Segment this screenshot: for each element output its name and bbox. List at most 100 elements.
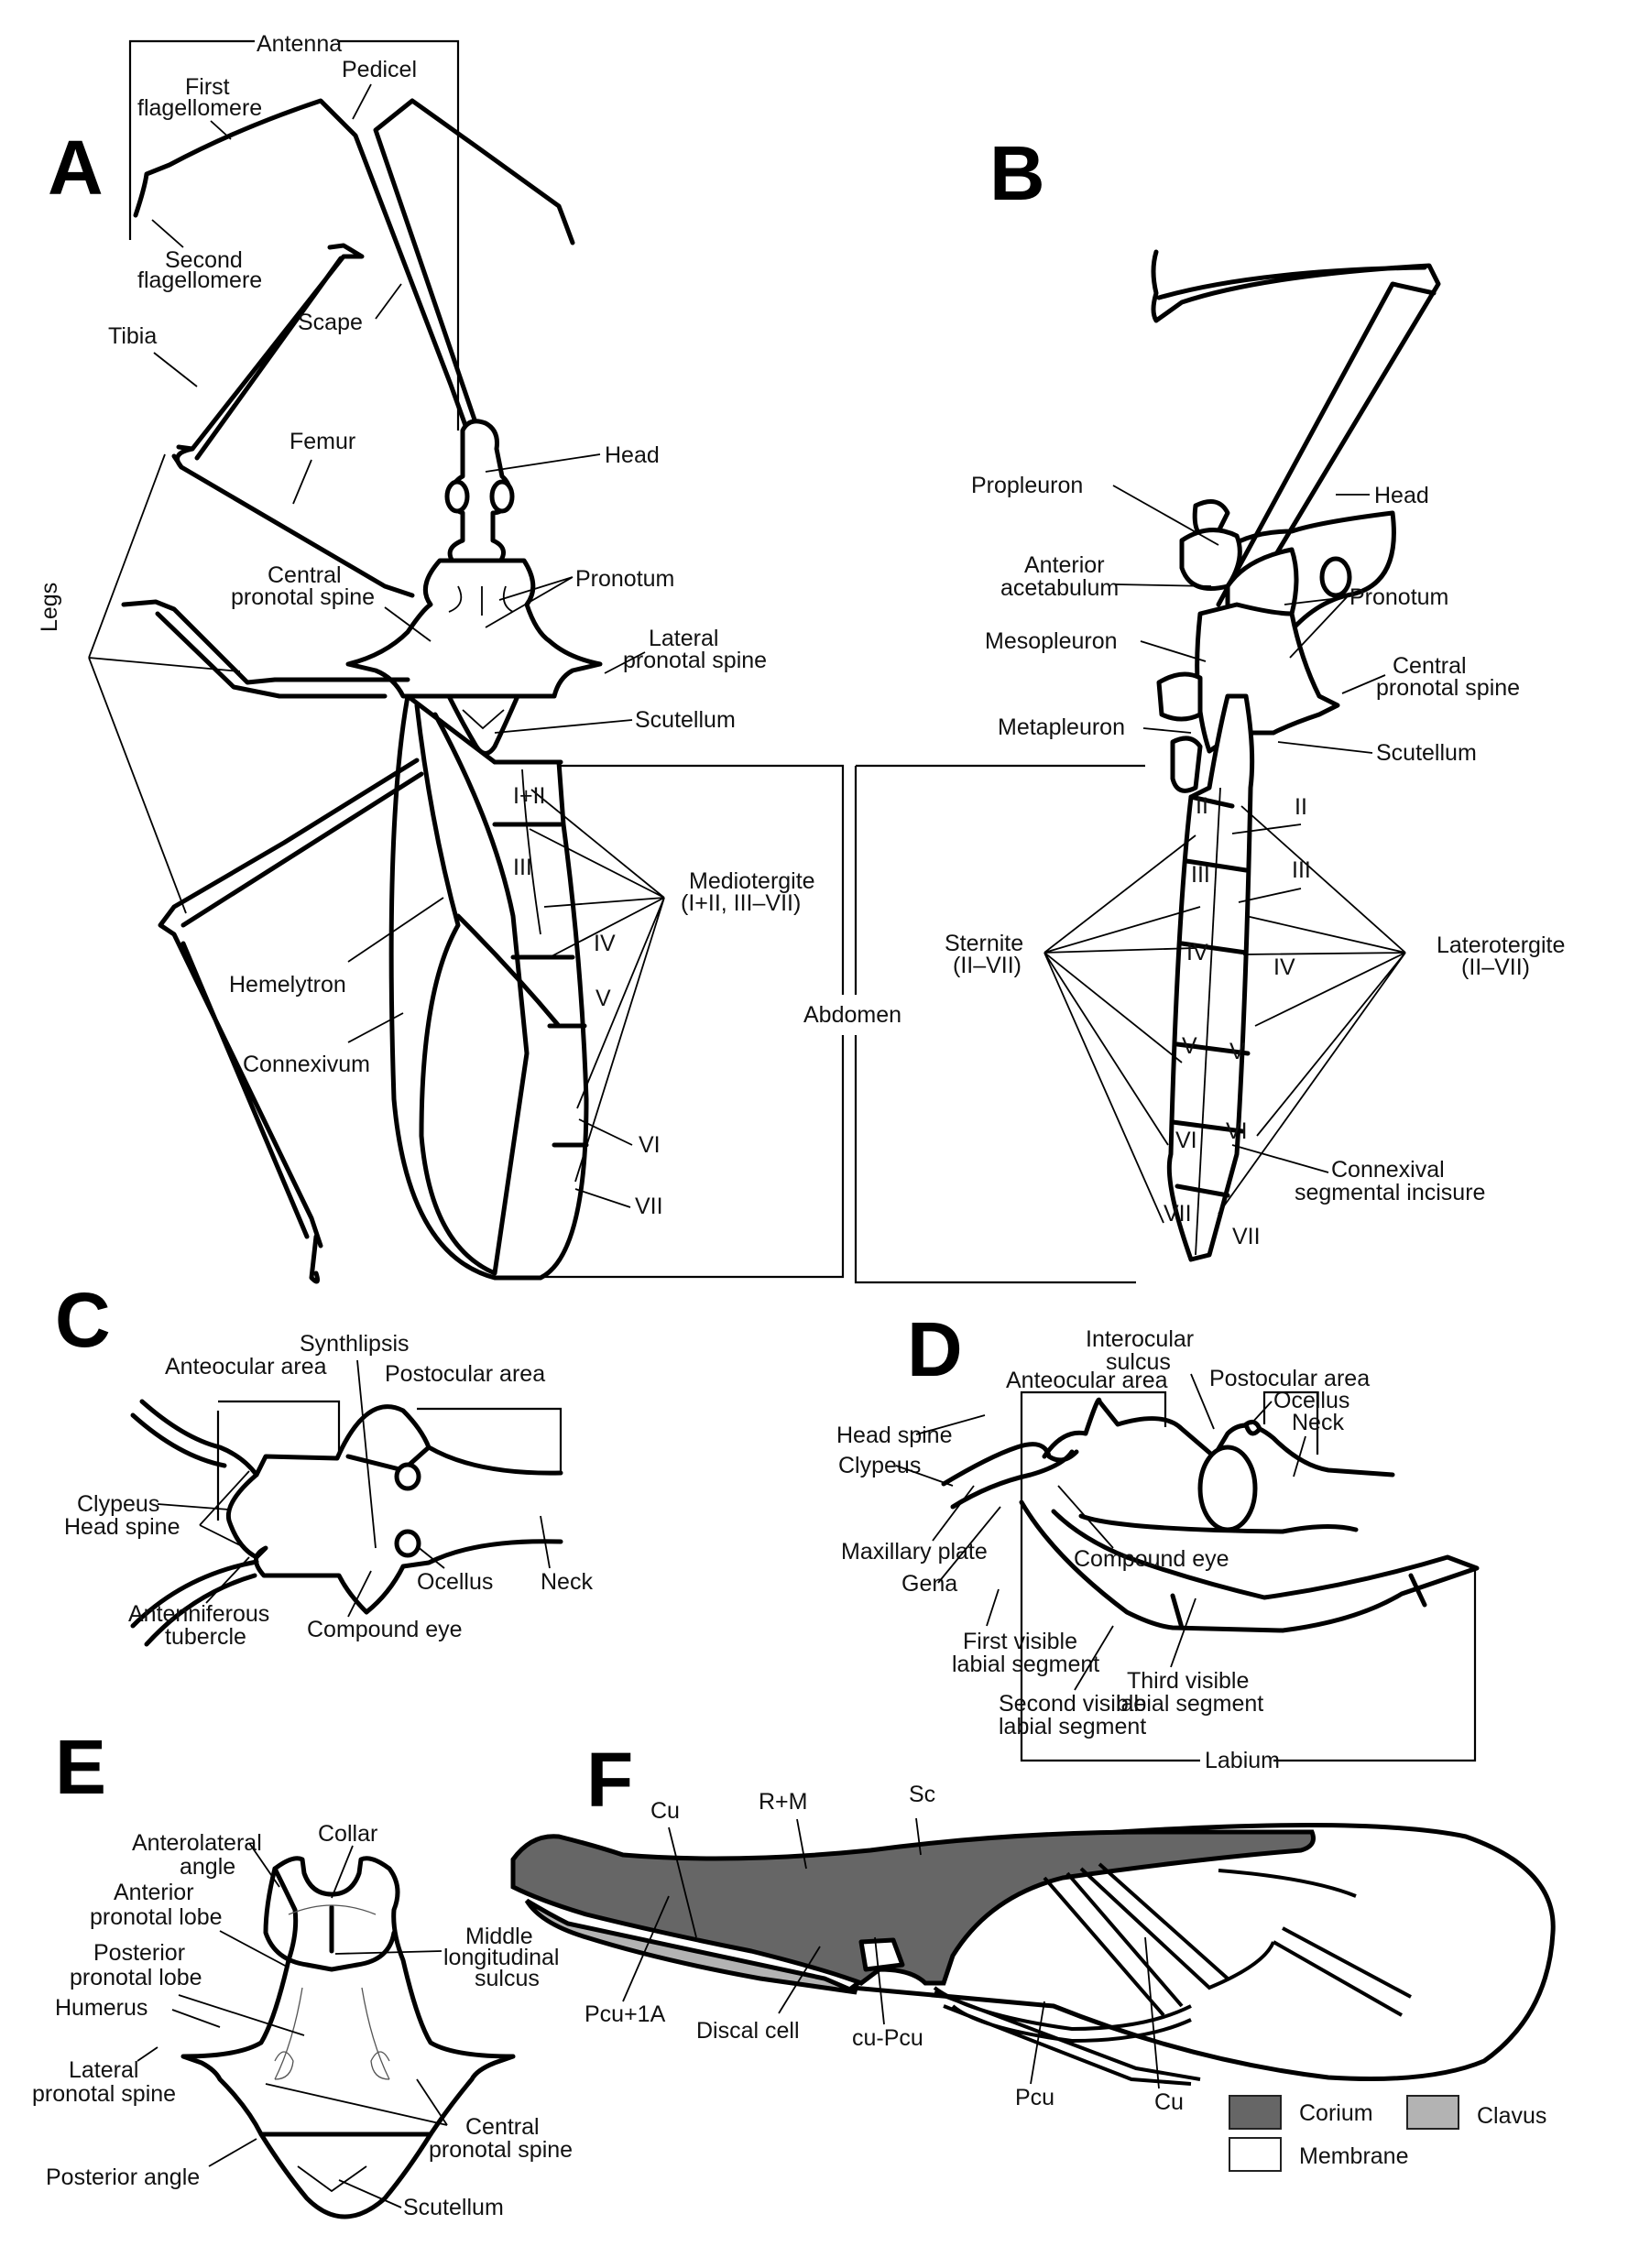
label-connexival-incisure: Connexival (1331, 1157, 1445, 1183)
label-tibia: Tibia (108, 323, 157, 349)
mesocoxa-b (1156, 671, 1203, 722)
head-c-lower (225, 1472, 563, 1615)
right-antenna (373, 98, 575, 433)
legend-label-corium: Corium (1299, 2100, 1373, 2126)
label-laterotergite-vi: VI (1226, 1118, 1248, 1144)
head-d-top (1042, 1397, 1395, 1477)
panel-label-a: A (48, 125, 104, 211)
label-pedicel: Pedicel (342, 57, 417, 82)
postocular-bracket-c (417, 1407, 563, 1473)
svg-text:sulcus: sulcus (1106, 1349, 1171, 1375)
label-sternite-iii: III (1191, 862, 1210, 888)
label-segment-vii: VII (635, 1194, 663, 1219)
ocellus-d (1243, 1419, 1262, 1436)
label-segment-i-ii: I+II (513, 783, 545, 809)
label-anterolateral-angle: Anterolateral (132, 1830, 262, 1856)
label-scape: Scape (298, 310, 363, 335)
head-c-upper (139, 1399, 563, 1477)
legend-label-clavus: Clavus (1477, 2103, 1546, 2129)
svg-text:flagellomere: flagellomere (137, 267, 262, 293)
compound-eye-d (1197, 1445, 1258, 1532)
panel-label-c: C (55, 1277, 111, 1363)
abdomen-outline (388, 693, 589, 1281)
anteocular-bracket-c (216, 1400, 341, 1521)
ocellus-c-lower (394, 1529, 421, 1558)
label-clypeus-c: Clypeus (77, 1491, 159, 1517)
legend-swatch-corium (1229, 2095, 1282, 2130)
label-postocular-c: Postocular area (385, 1361, 545, 1387)
legend-swatch-clavus (1406, 2095, 1459, 2130)
label-segment-iii: III (513, 855, 532, 880)
label-second-labial-segment: Second visible (999, 1691, 1146, 1717)
panel-f-hemelytron: Cu R+M Sc Pcu+1A Discal cell cu-Pcu Pcu … (510, 1782, 1556, 2172)
label-central-pronotal-spine-e: Central (465, 2114, 540, 2140)
label-hemelytron: Hemelytron (229, 972, 346, 998)
label-first-flagellomere: First (185, 74, 230, 100)
label-sternite-ii: II (1196, 793, 1208, 819)
svg-text:pronotal spine: pronotal spine (429, 2137, 573, 2163)
label-gena: Gena (901, 1571, 957, 1597)
label-sternite: Sternite (945, 931, 1023, 956)
midleg-left (121, 599, 410, 699)
label-sc: Sc (909, 1782, 935, 1807)
svg-text:segmental incisure: segmental incisure (1295, 1180, 1485, 1205)
foreleg-b (1151, 249, 1441, 607)
label-sternite-iv: IV (1186, 940, 1208, 965)
hindleg-left (158, 758, 424, 1248)
label-ocellus-d: Ocellus (1273, 1388, 1349, 1413)
svg-text:sulcus: sulcus (475, 1966, 540, 1991)
svg-text:labial segment: labial segment (952, 1652, 1099, 1677)
panel-b-lateral-view: Head Propleuron Anterior acetabulum Pron… (945, 249, 1565, 1262)
label-segment-v: V (595, 986, 611, 1011)
abdomen-bracket-b (854, 764, 1145, 1284)
svg-text:pronotal spine: pronotal spine (32, 2081, 176, 2107)
svg-text:labial segment: labial segment (999, 1714, 1146, 1739)
svg-text:pronotal lobe: pronotal lobe (70, 1965, 202, 1990)
label-synthlipsis: Synthlipsis (300, 1331, 410, 1357)
label-scutellum-b: Scutellum (1376, 740, 1477, 766)
panel-label-e: E (55, 1724, 106, 1810)
label-humerus: Humerus (55, 1995, 148, 2021)
panel-label-d: D (907, 1306, 963, 1392)
discal-cell (858, 1937, 905, 1972)
label-mesopleuron: Mesopleuron (985, 628, 1118, 654)
legend-swatch-membrane (1229, 2137, 1282, 2172)
svg-text:pronotal spine: pronotal spine (231, 584, 375, 610)
svg-text:pronotal spine: pronotal spine (623, 648, 767, 673)
right-compound-eye (489, 479, 515, 514)
legs-leader-lines (88, 453, 241, 914)
abdominal-segment-lines (492, 759, 589, 1148)
svg-text:tubercle: tubercle (165, 1624, 246, 1650)
label-antenna: Antenna (257, 31, 342, 57)
label-compound-eye-d: Compound eye (1074, 1546, 1229, 1572)
label-legs: Legs (37, 583, 62, 632)
anterior-lobe-e (263, 1866, 397, 1972)
label-ocellus-c: Ocellus (417, 1569, 493, 1595)
label-cu-pcu: cu-Pcu (852, 2025, 923, 2051)
label-head-spine-d: Head spine (836, 1423, 952, 1448)
corium (510, 1829, 1316, 1986)
svg-text:(II–VII): (II–VII) (1461, 954, 1530, 980)
label-anterior-acetabulum: Anterior (1024, 552, 1105, 578)
mediotergite-leader-lines (529, 789, 665, 1183)
label-clypeus-d: Clypeus (838, 1453, 921, 1478)
label-abdomen: Abdomen (803, 1002, 901, 1028)
label-lateral-pronotal-spine-e: Lateral (69, 2057, 138, 2083)
label-cu-bottom: Cu (1154, 2089, 1184, 2115)
label-maxillary-plate: Maxillary plate (841, 1539, 988, 1565)
svg-text:acetabulum: acetabulum (1000, 575, 1119, 601)
label-laterotergite-vii: VII (1232, 1224, 1261, 1249)
label-lateral-pronotal-spine: Lateral (649, 626, 718, 651)
label-metapleuron: Metapleuron (998, 714, 1125, 740)
pronotum-outline-e (180, 1856, 516, 2137)
foreleg-left (175, 243, 415, 598)
clavus (524, 1898, 858, 1995)
svg-text:angle: angle (180, 1854, 235, 1880)
sternite-leader-lines (1043, 834, 1201, 1224)
label-central-pronotal-spine-b: Central (1393, 653, 1467, 679)
label-sternite-vii: VII (1164, 1201, 1192, 1227)
label-first-labial-segment: First visible (963, 1629, 1077, 1654)
panel-label-b: B (989, 130, 1045, 216)
label-femur: Femur (290, 429, 355, 454)
